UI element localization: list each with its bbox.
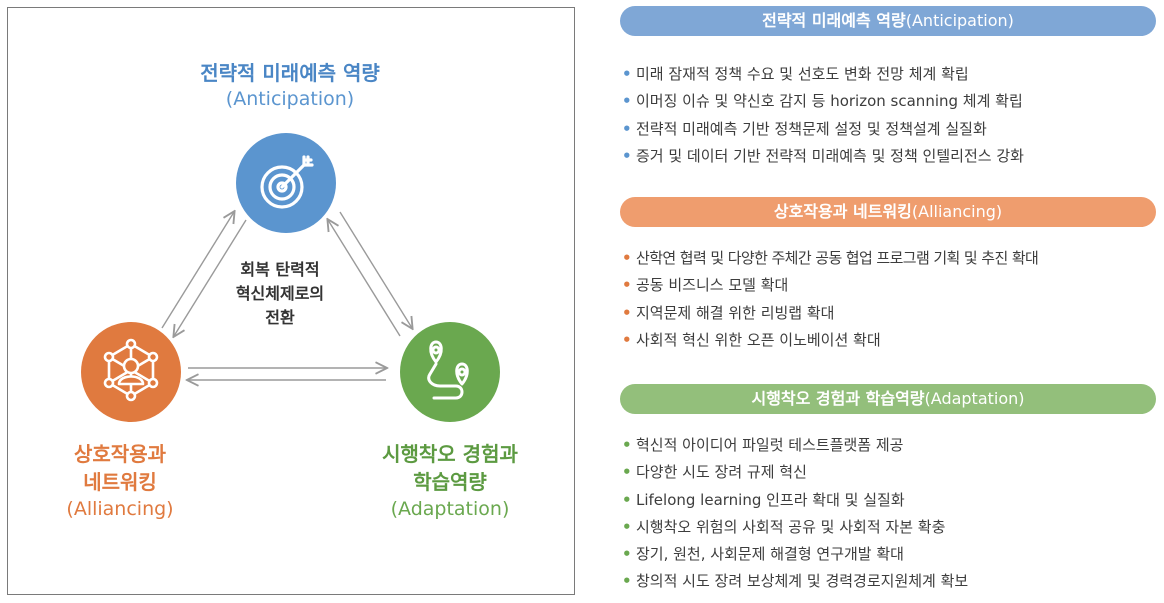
list-item: •시행착오 위험의 사회적 공유 및 사회적 자본 확충 xyxy=(622,517,946,536)
route-map-icon xyxy=(427,340,469,400)
arrow-alliancing-to-anticipation xyxy=(161,212,234,329)
anticipation-subtitle: (Anticipation) xyxy=(225,88,355,110)
diagram-frame xyxy=(7,7,575,595)
center-line-2: 혁신체제로의 xyxy=(235,284,325,303)
list-item: •산학연 협력 및 다양한 주체간 공동 협업 프로그램 기획 및 추진 확대 xyxy=(622,249,1039,267)
list-item: •사회적 혁신 위한 오픈 이노베이션 확대 xyxy=(622,330,881,349)
list-item: •창의적 시도 장려 보상체계 및 경력경로지원체계 확보 xyxy=(622,572,969,591)
center-text: 회복 탄력적 혁신체제로의 전환 xyxy=(200,258,360,330)
section-anticipation-subtitle: (Anticipation) xyxy=(905,11,1014,30)
alliancing-title-2: 네트워킹 xyxy=(83,470,157,494)
arrow-anticipation-to-adaptation xyxy=(339,211,412,328)
section-alliancing-header: 상호작용과 네트워킹(Alliancing) xyxy=(620,197,1156,227)
anticipation-label: 전략적 미래예측 역량 (Anticipation) xyxy=(160,60,420,112)
list-item: •증거 및 데이터 기반 전략적 미래예측 및 정책 인텔리전스 강화 xyxy=(622,146,1024,165)
list-item: •미래 잠재적 정책 수요 및 선호도 변화 전망 체계 확립 xyxy=(622,65,969,83)
adaptation-title-1: 시행착오 경험과 xyxy=(382,442,518,466)
list-item: •공동 비즈니스 모델 확대 xyxy=(622,276,789,295)
adaptation-circle xyxy=(400,322,500,422)
anticipation-circle xyxy=(236,133,336,233)
arrow-adaptation-to-anticipation xyxy=(328,220,401,337)
anticipation-title: 전략적 미래예측 역량 xyxy=(200,61,380,85)
list-item: •장기, 원천, 사회문제 해결형 연구개발 확대 xyxy=(622,545,904,564)
list-item: •혁신적 아이디어 파일럿 테스트플랫폼 제공 xyxy=(622,436,904,454)
section-anticipation-list: •미래 잠재적 정책 수요 및 선호도 변화 전망 체계 확립 •이머징 이슈 … xyxy=(622,61,1024,170)
adaptation-subtitle: (Adaptation) xyxy=(390,498,510,520)
alliancing-subtitle: (Alliancing) xyxy=(66,498,174,520)
section-adaptation-subtitle: (Adaptation) xyxy=(924,389,1025,408)
alliancing-circle xyxy=(81,322,181,422)
section-alliancing-title: 상호작용과 네트워킹 xyxy=(773,202,912,221)
network-people-icon xyxy=(103,338,159,402)
section-anticipation-header: 전략적 미래예측 역량(Anticipation) xyxy=(620,6,1156,36)
section-adaptation-header: 시행착오 경험과 학습역량(Adaptation) xyxy=(620,384,1156,414)
arrow-anticipation-to-alliancing xyxy=(174,219,247,336)
section-adaptation-title: 시행착오 경험과 학습역량 xyxy=(751,389,925,408)
target-icon xyxy=(260,155,314,209)
section-adaptation-list: •혁신적 아이디어 파일럿 테스트플랫폼 제공 •다양한 시도 장려 규제 혁신… xyxy=(622,432,968,596)
section-alliancing-subtitle: (Alliancing) xyxy=(911,202,1003,221)
adaptation-label: 시행착오 경험과 학습역량 (Adaptation) xyxy=(340,440,560,522)
section-anticipation-title: 전략적 미래예측 역량 xyxy=(762,11,906,30)
alliancing-title-1: 상호작용과 xyxy=(74,442,166,466)
center-line-3: 전환 xyxy=(265,308,295,327)
alliancing-label: 상호작용과 네트워킹 (Alliancing) xyxy=(20,440,220,522)
list-item: •전략적 미래예측 기반 정책문제 설정 및 정책설계 실질화 xyxy=(622,119,987,138)
list-item: •지역문제 해결 위한 리빙랩 확대 xyxy=(622,303,835,322)
adaptation-title-2: 학습역량 xyxy=(413,470,487,494)
list-item: •Lifelong learning 인프라 확대 및 실질화 xyxy=(622,490,905,509)
list-item: •이머징 이슈 및 약신호 감지 등 horizon scanning 체계 확… xyxy=(622,92,1023,111)
section-alliancing-list: •산학연 협력 및 다양한 주체간 공동 협업 프로그램 기획 및 추진 확대 … xyxy=(622,245,1039,354)
list-item: •다양한 시도 장려 규제 혁신 xyxy=(622,463,807,482)
center-line-1: 회복 탄력적 xyxy=(240,260,320,279)
